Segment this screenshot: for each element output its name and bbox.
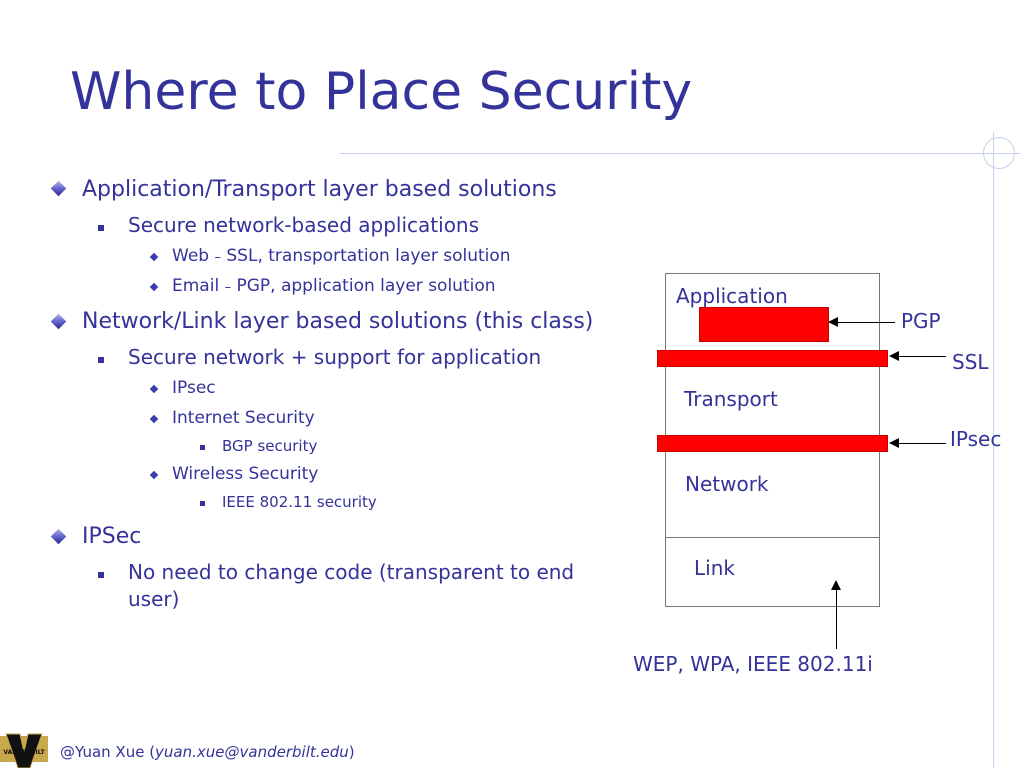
bullet-square-icon: [98, 572, 104, 578]
bullet-small-diamond-icon: [149, 252, 159, 262]
ipsec-arrow-head-icon: [889, 438, 899, 448]
bullet-item: IPSec: [82, 524, 142, 549]
bullet-item: Wireless Security: [172, 464, 319, 484]
vanderbilt-logo-icon: VANDERBILT V: [0, 733, 48, 768]
link-arrow-line: [836, 589, 837, 649]
bullet-list: Application/Transport layer based soluti…: [50, 177, 594, 611]
pgp-label: PGP: [901, 309, 941, 333]
bullet-small-diamond-icon: [149, 282, 159, 292]
bullet-small-diamond-icon: [149, 414, 159, 424]
bullet-diamond-icon: [50, 528, 67, 545]
bullet-item: Network/Link layer based solutions (this…: [82, 309, 594, 334]
bullet-dash: –: [224, 280, 232, 295]
logo-word: VANDERBILT: [3, 749, 45, 756]
bullet-item: No need to change code (transparent to e…: [128, 560, 575, 584]
decorative-rule: [340, 153, 1020, 154]
bullet-small-diamond-icon: [149, 384, 159, 394]
bullet-item: Application/Transport layer based soluti…: [82, 177, 557, 202]
ipsec-arrow-line: [899, 443, 946, 444]
pgp-marker: [699, 307, 829, 342]
decorative-circle: [983, 137, 1015, 169]
ipsec-label: IPsec: [950, 427, 1002, 451]
pgp-arrow-head-icon: [828, 317, 838, 327]
bullet-square-icon: [98, 225, 104, 231]
layer-transport: Transport: [684, 387, 778, 411]
bullet-item: IEEE 802.11 security: [222, 493, 377, 511]
bullet-rest: SSL, transportation layer solution: [226, 246, 511, 266]
bullet-item: Secure network + support for application: [128, 345, 542, 369]
ipsec-marker: [657, 435, 888, 452]
slide-title: Where to Place Security: [70, 62, 693, 122]
bullet-square-icon: [200, 445, 205, 450]
footer-author: @Yuan Xue (: [60, 743, 156, 761]
bullet-dash: –: [214, 250, 221, 265]
bullet-diamond-icon: [50, 313, 67, 330]
footer-credit: @Yuan Xue (yuan.xue@vanderbilt.edu): [60, 743, 355, 761]
bullet-lead: Email: [172, 276, 220, 296]
bullet-rest: PGP, application layer solution: [236, 276, 496, 296]
bullet-item: Internet Security: [172, 408, 315, 428]
bullet-item: Web – SSL, transportation layer solution: [172, 246, 511, 266]
ssl-arrow-line: [899, 356, 946, 357]
decorative-rule-vertical: [993, 132, 994, 768]
bullet-lead: Web: [172, 246, 210, 266]
pgp-arrow-line: [838, 322, 895, 323]
layer-application: Application: [676, 284, 788, 308]
bullet-small-diamond-icon: [149, 470, 159, 480]
ssl-arrow-head-icon: [889, 351, 899, 361]
link-caption: WEP, WPA, IEEE 802.11i: [633, 652, 873, 676]
bullet-item: IPsec: [172, 378, 216, 398]
bullet-square-icon: [200, 501, 205, 506]
bullet-square-icon: [98, 357, 104, 363]
bullet-item: Secure network-based applications: [128, 213, 480, 237]
stack-divider: [665, 537, 879, 538]
layer-link: Link: [694, 556, 735, 580]
bullet-item-continuation: user): [128, 587, 180, 611]
bullet-item: Email – PGP, application layer solution: [172, 276, 496, 296]
bullet-item: BGP security: [222, 437, 318, 455]
footer-email: yuan.xue@vanderbilt.edu: [155, 743, 349, 761]
link-arrow-head-icon: [831, 580, 841, 590]
ssl-marker: [657, 350, 888, 367]
footer-close: ): [348, 743, 355, 761]
layer-network: Network: [685, 472, 769, 496]
ssl-label: SSL: [952, 350, 989, 374]
bullet-diamond-icon: [50, 180, 67, 197]
